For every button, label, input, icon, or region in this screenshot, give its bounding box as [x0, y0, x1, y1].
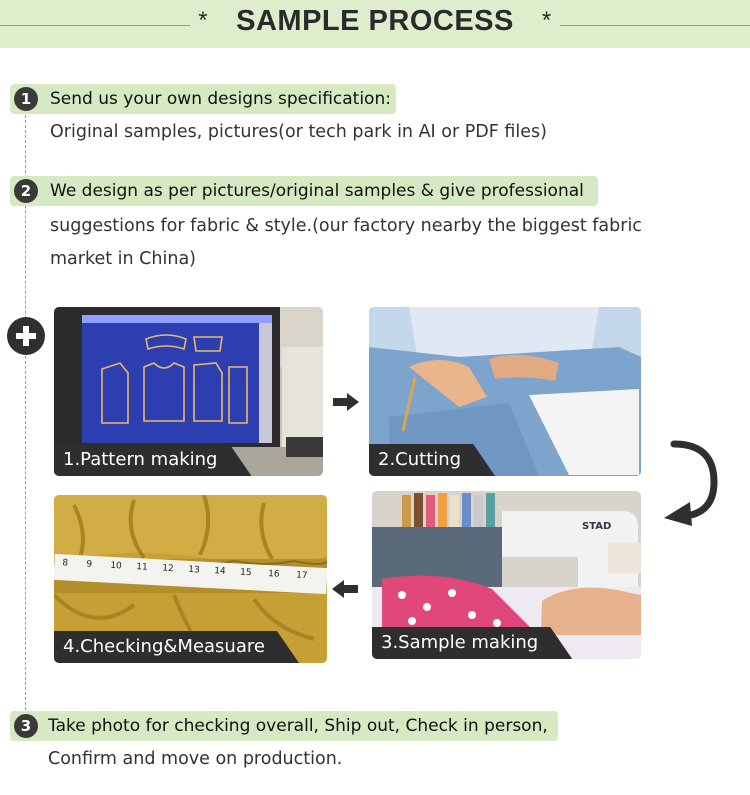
- caption-checking: 4.Checking&Measuare: [54, 631, 299, 663]
- step-3-highlight: [10, 711, 558, 741]
- tape-number: 14: [214, 566, 226, 577]
- arrow-right-icon: [333, 393, 359, 411]
- banner-right-rule: [560, 25, 750, 26]
- tape-number: 12: [162, 564, 174, 575]
- banner-left-rule: [0, 25, 190, 26]
- step-2-badge: 2: [14, 179, 38, 203]
- step-1-badge: 1: [14, 87, 38, 111]
- step-2-highlight: [10, 176, 598, 206]
- tape-number: 10: [110, 561, 122, 572]
- tape-number: 13: [188, 565, 200, 576]
- machine-brand: STAD: [582, 521, 611, 532]
- caption-pattern-making: 1.Pattern making: [54, 444, 251, 476]
- tape-number: 9: [86, 560, 93, 570]
- step-2-text-line-1: suggestions for fabric & style.(our fact…: [50, 216, 642, 236]
- plus-circle-icon: [7, 317, 45, 355]
- timeline-dashed-line: [25, 110, 26, 710]
- page-title: * SAMPLE PROCESS *: [0, 5, 750, 38]
- tape-number: 16: [268, 569, 280, 580]
- step-1-heading: Send us your own designs specification:: [50, 89, 391, 109]
- header-banner: * SAMPLE PROCESS *: [0, 0, 750, 48]
- star-right: *: [541, 7, 552, 34]
- arrow-left-icon: [332, 580, 358, 598]
- tape-number: 8: [62, 558, 69, 568]
- tape-number: 15: [240, 568, 252, 579]
- star-left: *: [198, 7, 209, 34]
- tape-number: 11: [136, 562, 148, 573]
- photo-cutting: 2.Cutting: [369, 307, 641, 476]
- title-text: SAMPLE PROCESS: [230, 5, 520, 37]
- photo-checking: 8 9 10 11 12 13 14 15 16 17 4.Checking&M…: [54, 495, 327, 663]
- step-1-highlight: [10, 84, 396, 114]
- step-2-heading: We design as per pictures/original sampl…: [50, 181, 584, 201]
- photo-sample-making: STAD 3.Sample making: [372, 491, 641, 659]
- step-1-text: Original samples, pictures(or tech park …: [50, 122, 547, 142]
- step-2-text-line-2: market in China): [50, 249, 196, 269]
- step-3-badge: 3: [14, 714, 38, 738]
- step-3-text: Confirm and move on production.: [48, 749, 343, 769]
- curved-arrow-down-icon: [664, 440, 718, 526]
- photo-pattern-making: 1.Pattern making: [54, 307, 323, 476]
- caption-sample-making: 3.Sample making: [372, 627, 572, 659]
- step-3-heading: Take photo for checking overall, Ship ou…: [48, 716, 548, 736]
- caption-cutting: 2.Cutting: [369, 444, 495, 476]
- tape-number: 17: [296, 571, 308, 582]
